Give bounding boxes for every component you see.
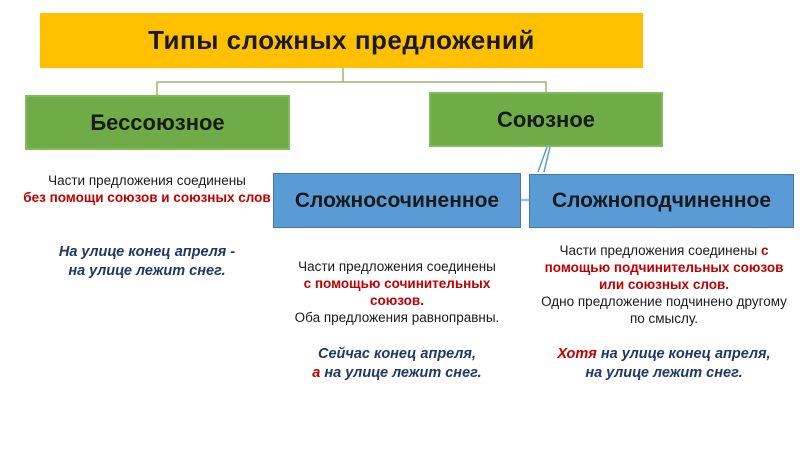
slozhnopodchinennoe-description: Части предложения соединены с помощью по… <box>535 242 793 327</box>
slozhnopodchinennoe-desc-highlight: с помощью подчинительных союзов или союз… <box>544 243 784 292</box>
slozhnopodchinennoe-desc-plain2: Одно предложение подчинено другому по см… <box>541 294 787 326</box>
bessoyuznoe-desc-plain: Части предложения соединены <box>48 173 246 188</box>
node-soyuznoe-label: Союзное <box>496 106 595 132</box>
slozhnopodchinennoe-desc-plain: Части предложения соединены <box>559 243 761 258</box>
node-slozhnopodchinennoe: Сложноподчиненное <box>529 174 794 228</box>
slozhnosochinennoe-example: Сейчас конец апреля, а на улице лежит сн… <box>277 345 517 383</box>
slozhnosochinennoe-description: Части предложения соединены с помощью со… <box>277 258 517 326</box>
node-bessoyuznoe: Бессоюзное <box>25 95 290 150</box>
example-line: Хотя на улице конец апреля, <box>535 345 793 364</box>
soyuznoe-to-blue-connector <box>537 146 551 173</box>
slozhnosochinennoe-desc-highlight: с помощью сочинительных союзов. <box>303 276 491 308</box>
bessoyuznoe-description: Части предложения соединены без помощи с… <box>17 172 277 206</box>
example-conjunction: Хотя <box>557 346 597 362</box>
bessoyuznoe-example: На улице конец апреля - на улице лежит с… <box>17 243 277 281</box>
bessoyuznoe-desc-highlight: без помощи союзов и союзных слов <box>23 190 271 205</box>
title-box: Типы сложных предложений <box>40 13 643 68</box>
node-bessoyuznoe-label: Бессоюзное <box>90 109 225 135</box>
page-title: Типы сложных предложений <box>148 25 535 55</box>
example-line: а на улице лежит снег. <box>277 364 517 383</box>
node-slozhnosochinennoe-label: Сложносочиненное <box>294 188 500 212</box>
title-to-green-connector <box>156 68 547 95</box>
slozhnopodchinennoe-example: Хотя на улице конец апреля, на улице леж… <box>535 345 793 383</box>
example-line: на улице лежит снег. <box>585 365 743 381</box>
node-slozhnopodchinennoe-label: Сложноподчиненное <box>551 189 772 212</box>
example-line: на улице лежит снег. <box>68 263 226 279</box>
node-slozhnosochinennoe: Сложносочиненное <box>273 173 521 228</box>
example-line-rest: на улице лежит снег. <box>320 365 482 381</box>
slozhnosochinennoe-desc-plain: Части предложения соединены <box>298 259 496 274</box>
node-soyuznoe: Союзное <box>429 92 663 147</box>
example-line: На улице конец апреля - <box>58 244 236 260</box>
example-conjunction: а <box>312 365 321 381</box>
example-line: Сейчас конец апреля, <box>317 346 477 362</box>
example-line-rest: на улице конец апреля, <box>596 346 771 362</box>
slozhnosochinennoe-desc-plain2: Оба предложения равноправны. <box>294 310 500 325</box>
